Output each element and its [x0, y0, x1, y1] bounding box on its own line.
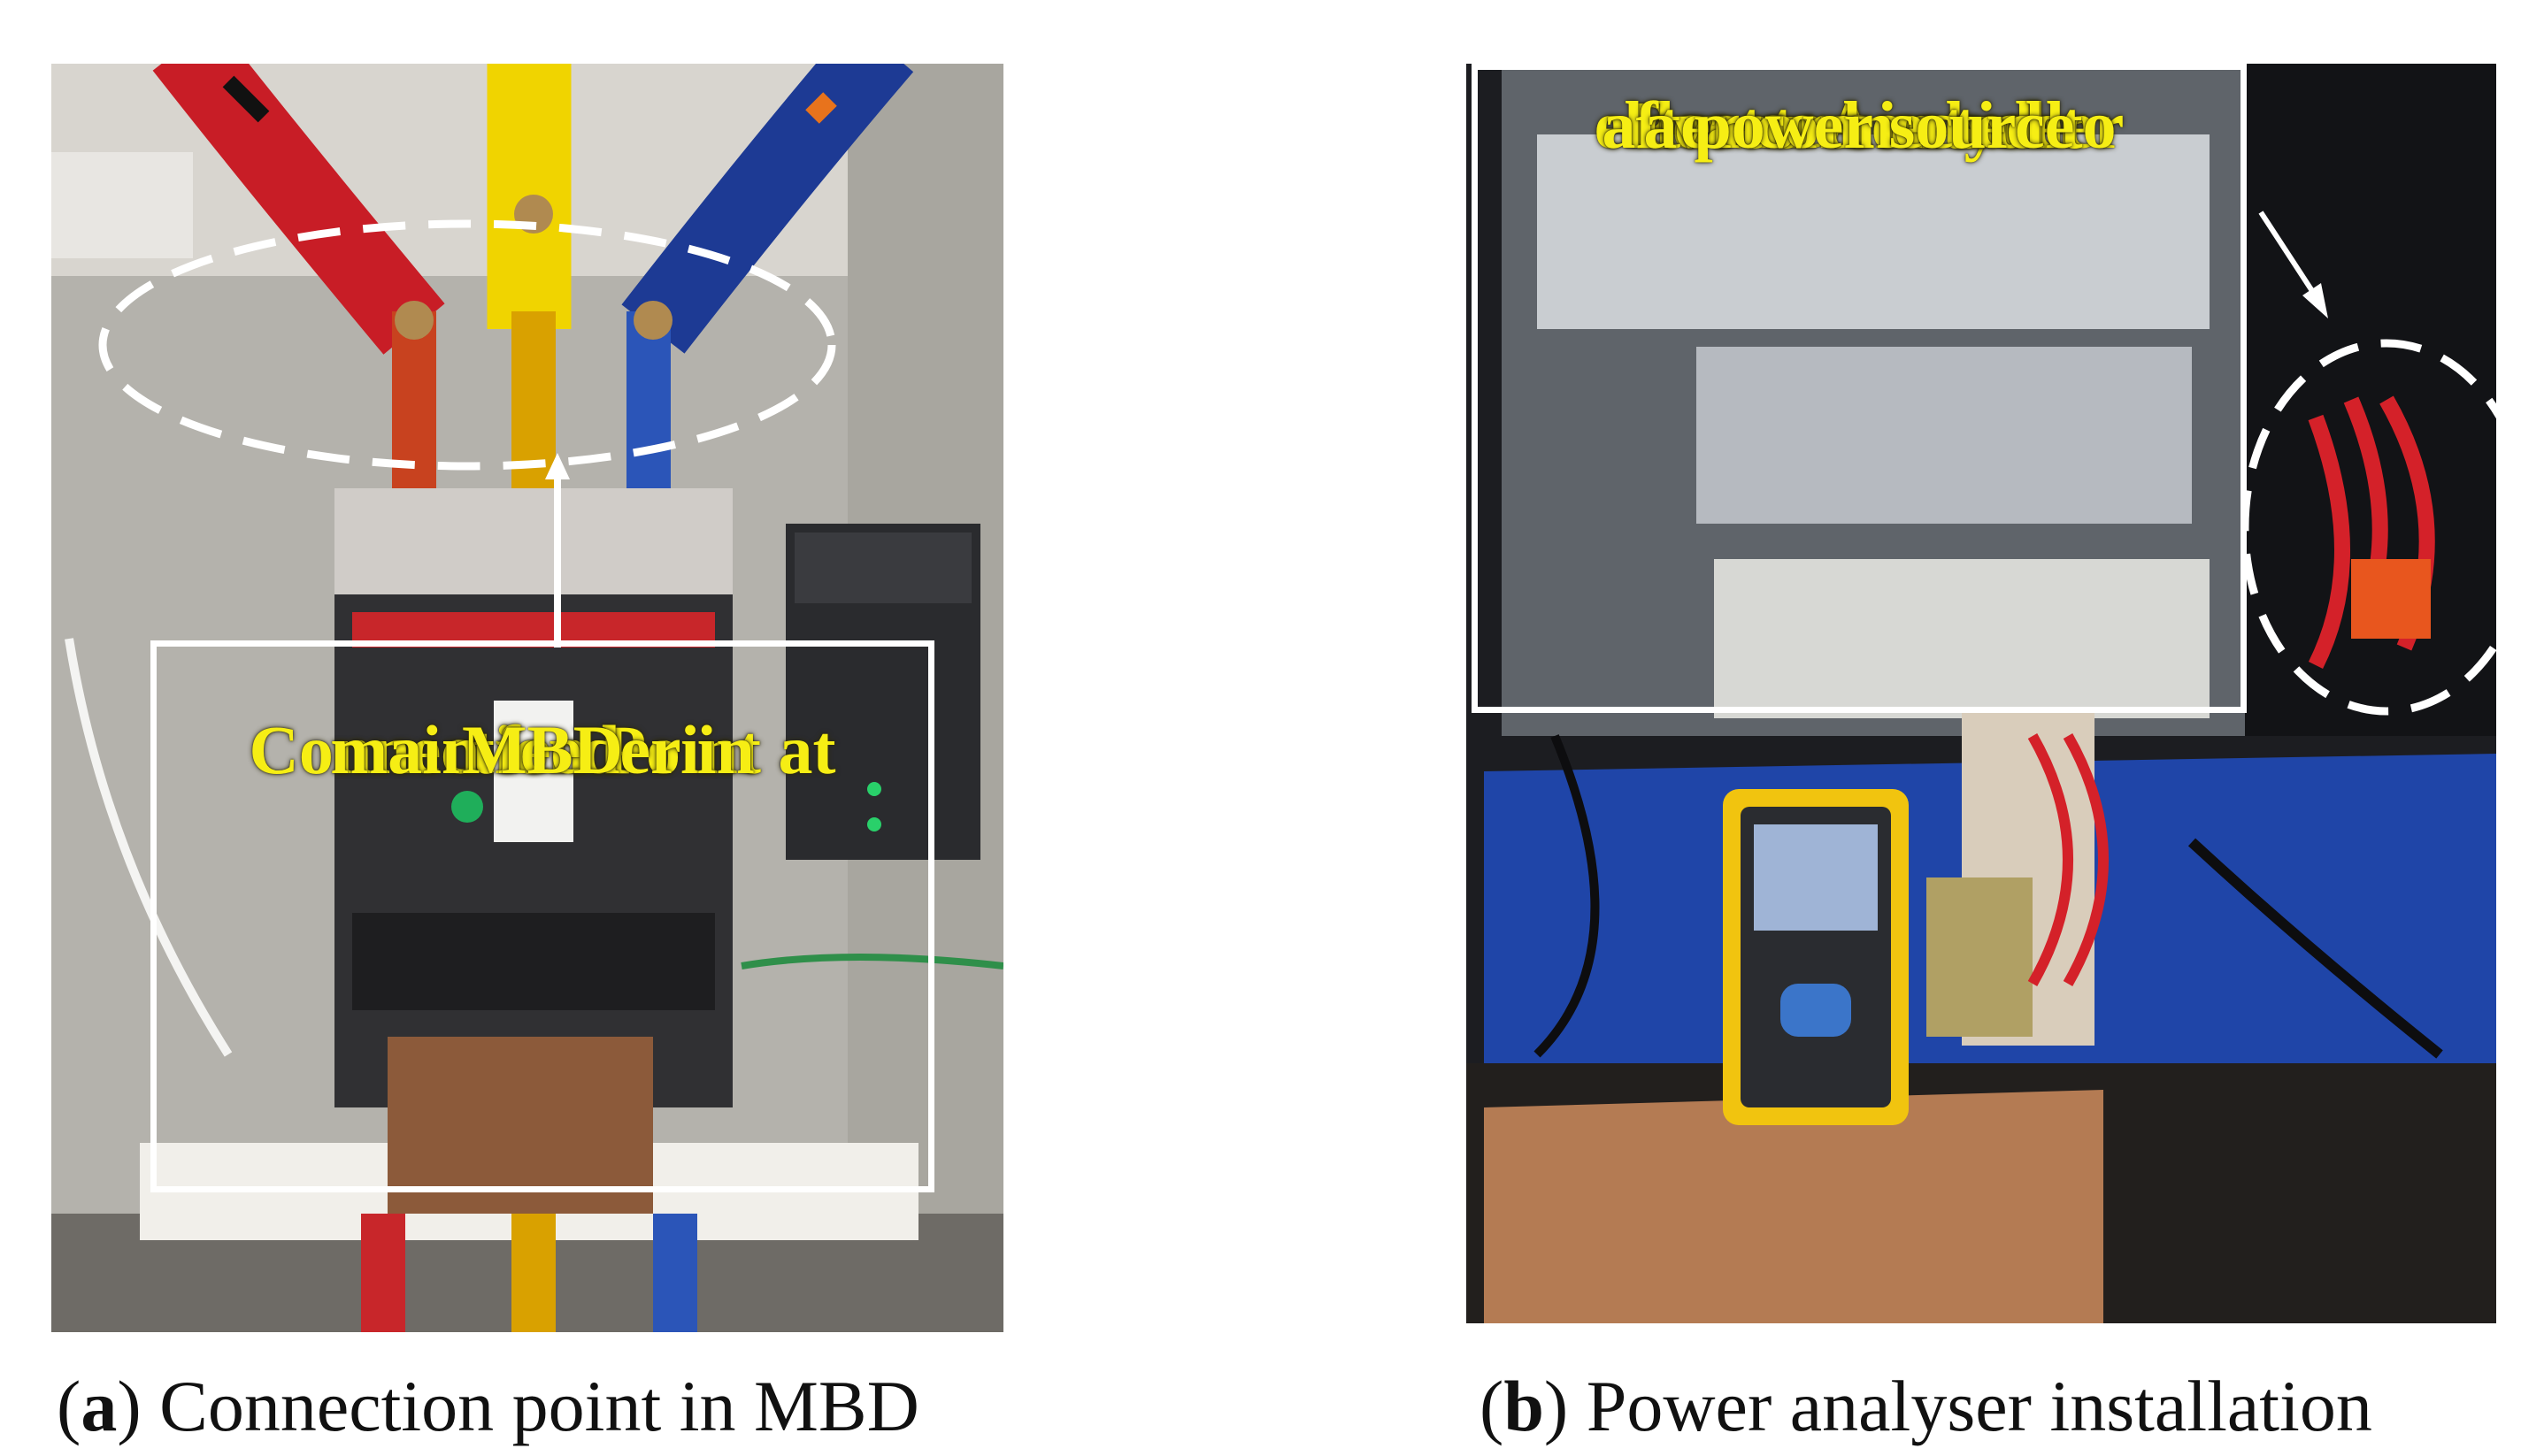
caption-a: (a) Connection point in MBD [57, 1366, 919, 1446]
panel-b-photo: Power Analyzer located in side elevator … [1466, 64, 2496, 1323]
highlight-box [150, 640, 934, 1192]
overlay-line: main feeder in [330, 711, 755, 788]
overlay-line: Power Analyzer [1631, 88, 2087, 163]
panel-a-photo: Connection Point at main feeder in MBD [51, 64, 1003, 1332]
highlight-box [1472, 64, 2247, 713]
caption-letter: b [1503, 1366, 1544, 1446]
overlay-line: Connection Point at [249, 711, 836, 788]
overlay-line: a power source [1643, 88, 2075, 163]
caption-letter: a [81, 1366, 118, 1446]
controller-photo-illustration [1466, 64, 2496, 1323]
mbd-photo-illustration [51, 64, 1003, 1332]
overlay-line: located in side [1655, 88, 2064, 163]
overlay-line: elevator controller [1594, 88, 2125, 163]
caption-text: Connection point in MBD [159, 1366, 919, 1446]
overlay-line: after connected to [1602, 88, 2117, 163]
caption-text: Power analyser installation [1586, 1366, 2372, 1446]
overlay-line: MBD [462, 711, 623, 788]
caption-b: (b) Power analyser installation [1480, 1366, 2372, 1446]
